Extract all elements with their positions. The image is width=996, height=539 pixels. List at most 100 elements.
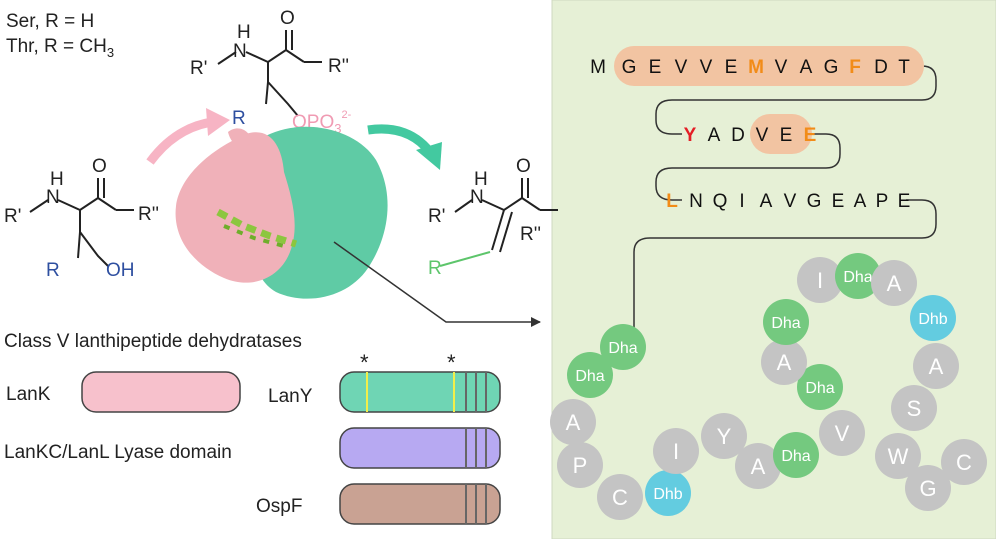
lankc-domain-bar [339,427,501,469]
sequence-residue: E [898,191,911,212]
sequence-residue: A [760,191,773,212]
ring-residue-label: Dha [575,368,604,385]
ring-residue-label: Dha [805,380,834,397]
phospho-intermediate: R' N H O R'' R OPO32- [190,8,352,136]
ring-residue-circle [567,352,613,398]
ring-residue-circle [797,364,843,410]
oh-group: OH [106,260,135,281]
ring-residue-label: Y [717,424,732,449]
ring-residue-circle [819,410,865,456]
ring-residue-label: Dhb [918,311,947,328]
ring-residue-circle [910,295,956,341]
ring-residue-label: A [777,350,792,375]
sequence-residue: A [854,191,867,212]
zoom-pointer-line [333,241,541,327]
ring-residue-circle [763,299,809,345]
ring-residue-circle [773,432,819,478]
sequence-residue: M [590,57,606,78]
ring-residue-label: I [673,439,679,464]
r2-top: R'' [328,56,349,77]
ring-residue-label: Dha [781,448,810,465]
ospf-label: OspF [256,496,302,517]
highlight-box-row1 [614,46,924,86]
ring-residue-label: C [612,485,628,510]
n-right: N [470,187,484,208]
curved-arrow-teal-icon [367,124,434,155]
ring-residue-circle [835,253,881,299]
sequence-residue: E [725,57,738,78]
h-top: H [237,22,251,43]
h-left: H [50,169,64,190]
ring-residue-label: A [887,271,902,296]
ring-residue-label: P [573,453,588,478]
ring-residue-label: V [835,421,850,446]
sequence-residue: E [832,191,845,212]
h-right: H [474,169,488,190]
sequence-residue: D [874,57,888,78]
ring-residue-circle [550,399,596,445]
lankc-label: LanKC/LanL Lyase domain [4,442,232,463]
ring-residue-label: Dha [843,269,872,286]
r-prime-left: R' [4,206,21,227]
ring-residue-circle [557,442,603,488]
sequence-residue: T [898,57,910,78]
ring-residue-circle [645,470,691,516]
ring-residue-circle [600,324,646,370]
protein-surface-icon [175,126,388,299]
substrate-molecule: R' N H O R'' R OH [4,156,159,281]
ring-residue-circle [701,413,747,459]
legend-thr: Thr, R = CH3 [6,36,114,60]
curved-arrow-pink-head [206,108,230,136]
sequence-residue: E [649,57,662,78]
sequence-residue: A [708,125,721,146]
highlight-box-row2 [750,114,812,154]
o-top: O [280,8,295,29]
r-blue-left: R [46,260,60,281]
sequence-residue: N [689,191,703,212]
ring-residue-label: S [907,396,922,421]
ring-residue-label: Dhb [653,486,682,503]
ring-residue-circle [875,433,921,479]
ring-residue-circle [597,474,643,520]
o-left: O [92,156,107,177]
ring-residue-label: C [956,450,972,475]
lany-label: LanY [268,386,313,407]
r-blue-top: R [232,108,246,129]
ring-residue-label: A [751,454,766,479]
r2-right: R'' [520,224,541,245]
sequence-residue: F [849,57,861,78]
leader-peptide-backbone [633,65,937,330]
ring-residue-circle [941,439,987,485]
sequence-residue: V [675,57,688,78]
r-prime-top: R' [190,58,207,79]
ring-residue-circle [871,260,917,306]
ring-residue-label: G [919,476,936,501]
r-prime-right: R' [428,206,445,227]
sequence-residue: G [622,57,637,78]
ring-residue-circle [761,339,807,385]
lany-domain-bar [339,371,501,413]
sequence-residue: P [876,191,889,212]
ring-residue-circle [797,257,843,303]
ring-residue-label: Dha [771,315,800,332]
ring-residue-circle [913,343,959,389]
dehydratase-title: Class V lanthipeptide dehydratases [4,331,302,352]
sequence-residue: Y [684,125,697,146]
ospf-domain-bar [339,483,501,525]
sequence-residue: E [804,125,817,146]
sequence-residue: G [824,57,839,78]
r-green-right: R [428,258,442,279]
n-left: N [46,187,60,208]
sequence-residue: V [775,57,788,78]
ring-residue-label: A [566,410,581,435]
lank-domain-bar [81,371,241,413]
sequence-residue: Q [713,191,728,212]
o-right: O [516,156,531,177]
sequence-residue: L [666,191,678,212]
sequence-residue: M [748,57,764,78]
ring-residue-circle [735,443,781,489]
